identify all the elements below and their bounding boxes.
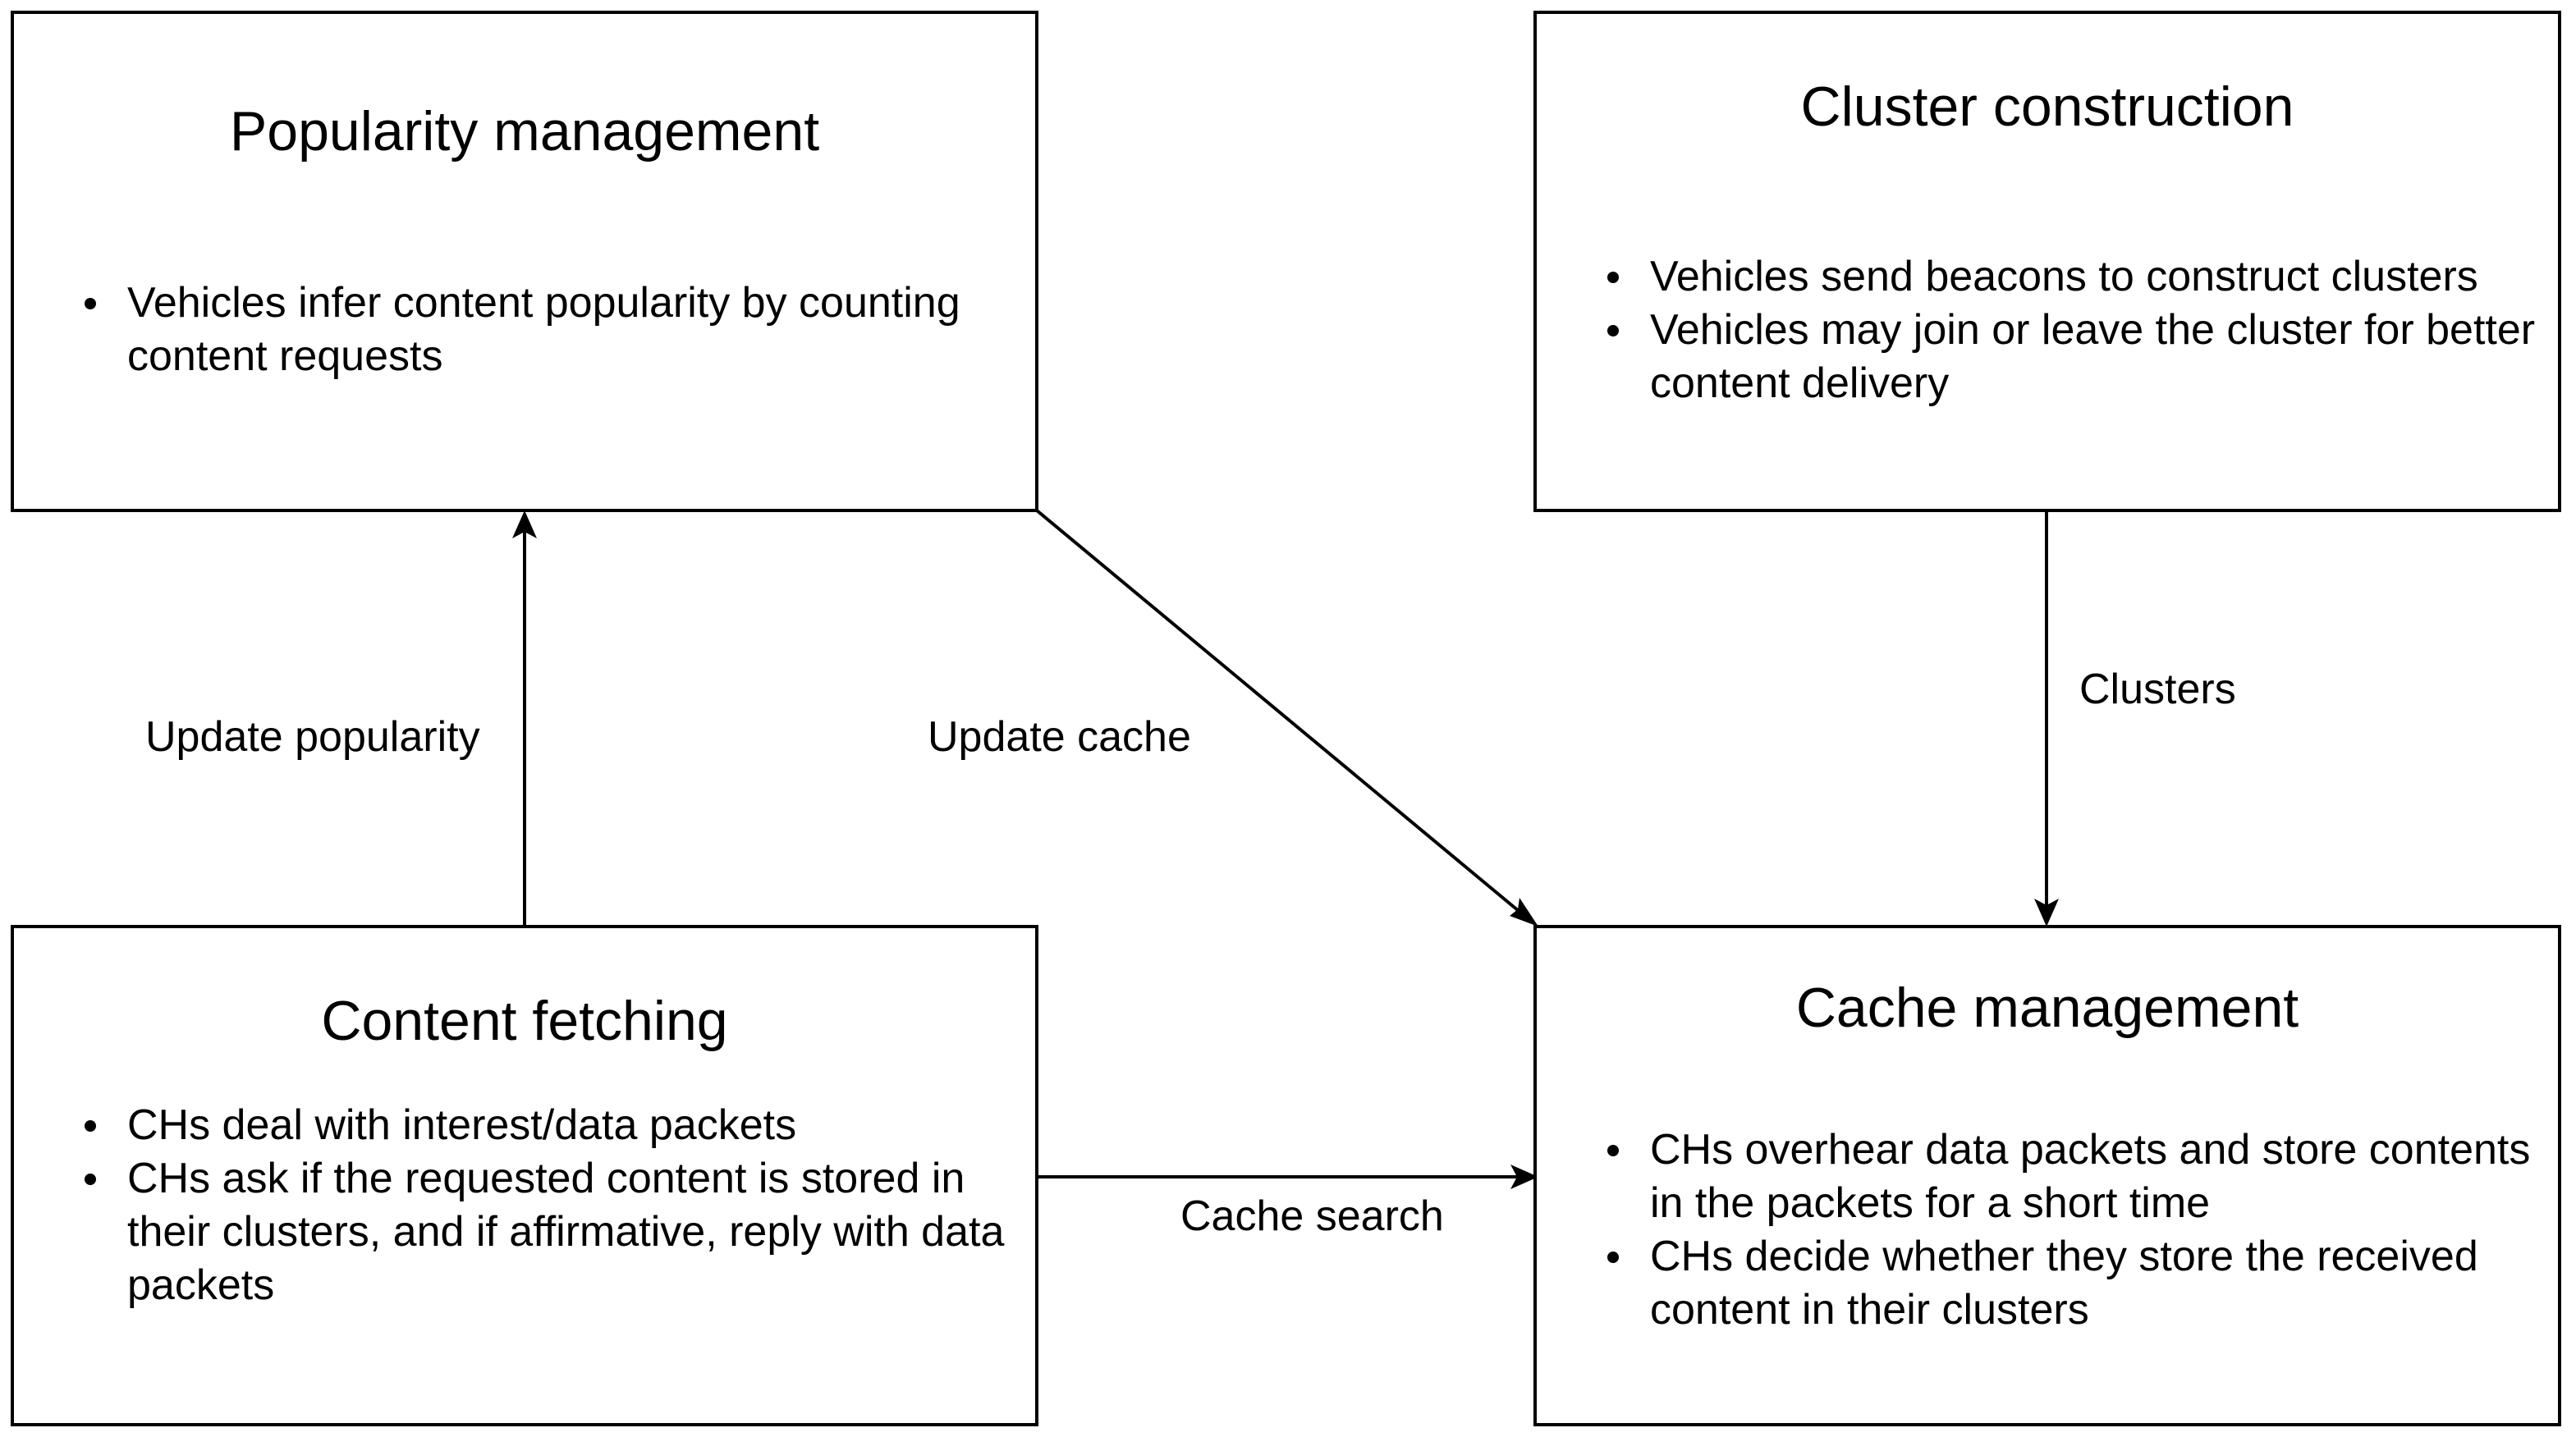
content-fetching-bullets: CHs deal with interest/data packets CHs … <box>14 1099 1042 1312</box>
bullet-item: CHs ask if the requested content is stor… <box>14 1152 1042 1312</box>
arrowhead-update-popularity <box>512 510 537 538</box>
arrow-update-cache <box>1035 509 1530 921</box>
cluster-construction-box: Cluster construction Vehicles send beaco… <box>1533 11 2561 512</box>
bullet-item: Vehicles send beacons to construct clust… <box>1537 250 2565 304</box>
content-fetching-box: Content fetching CHs deal with interest/… <box>11 925 1038 1426</box>
cache-management-box: Cache management CHs overhear data packe… <box>1533 925 2561 1426</box>
cache-search-label: Cache search <box>1180 1192 1444 1240</box>
cache-management-title: Cache management <box>1795 977 2299 1039</box>
popularity-management-box: Popularity management Vehicles infer con… <box>11 11 1038 512</box>
cache-management-bullets: CHs overhear data packets and store cont… <box>1537 1124 2565 1337</box>
bullet-item: Vehicles may join or leave the cluster f… <box>1537 304 2565 410</box>
arrowhead-clusters <box>2034 899 2059 927</box>
clusters-label: Clusters <box>2079 666 2236 713</box>
update-popularity-label: Update popularity <box>145 713 480 761</box>
bullet-item: CHs decide whether they store the receiv… <box>1537 1230 2565 1337</box>
arrowhead-update-cache <box>1510 898 1538 927</box>
arrowhead-cache-search <box>1510 1165 1538 1189</box>
popularity-management-bullets: Vehicles infer content popularity by cou… <box>14 277 1042 383</box>
bullet-item: CHs deal with interest/data packets <box>14 1099 1042 1152</box>
cluster-construction-bullets: Vehicles send beacons to construct clust… <box>1537 250 2565 410</box>
bullet-item: Vehicles infer content popularity by cou… <box>14 277 1042 383</box>
content-fetching-title: Content fetching <box>321 990 728 1052</box>
popularity-management-title: Popularity management <box>229 100 820 162</box>
cluster-construction-title: Cluster construction <box>1800 76 2294 138</box>
bullet-item: CHs overhear data packets and store cont… <box>1537 1124 2565 1230</box>
update-cache-label: Update cache <box>928 713 1191 761</box>
